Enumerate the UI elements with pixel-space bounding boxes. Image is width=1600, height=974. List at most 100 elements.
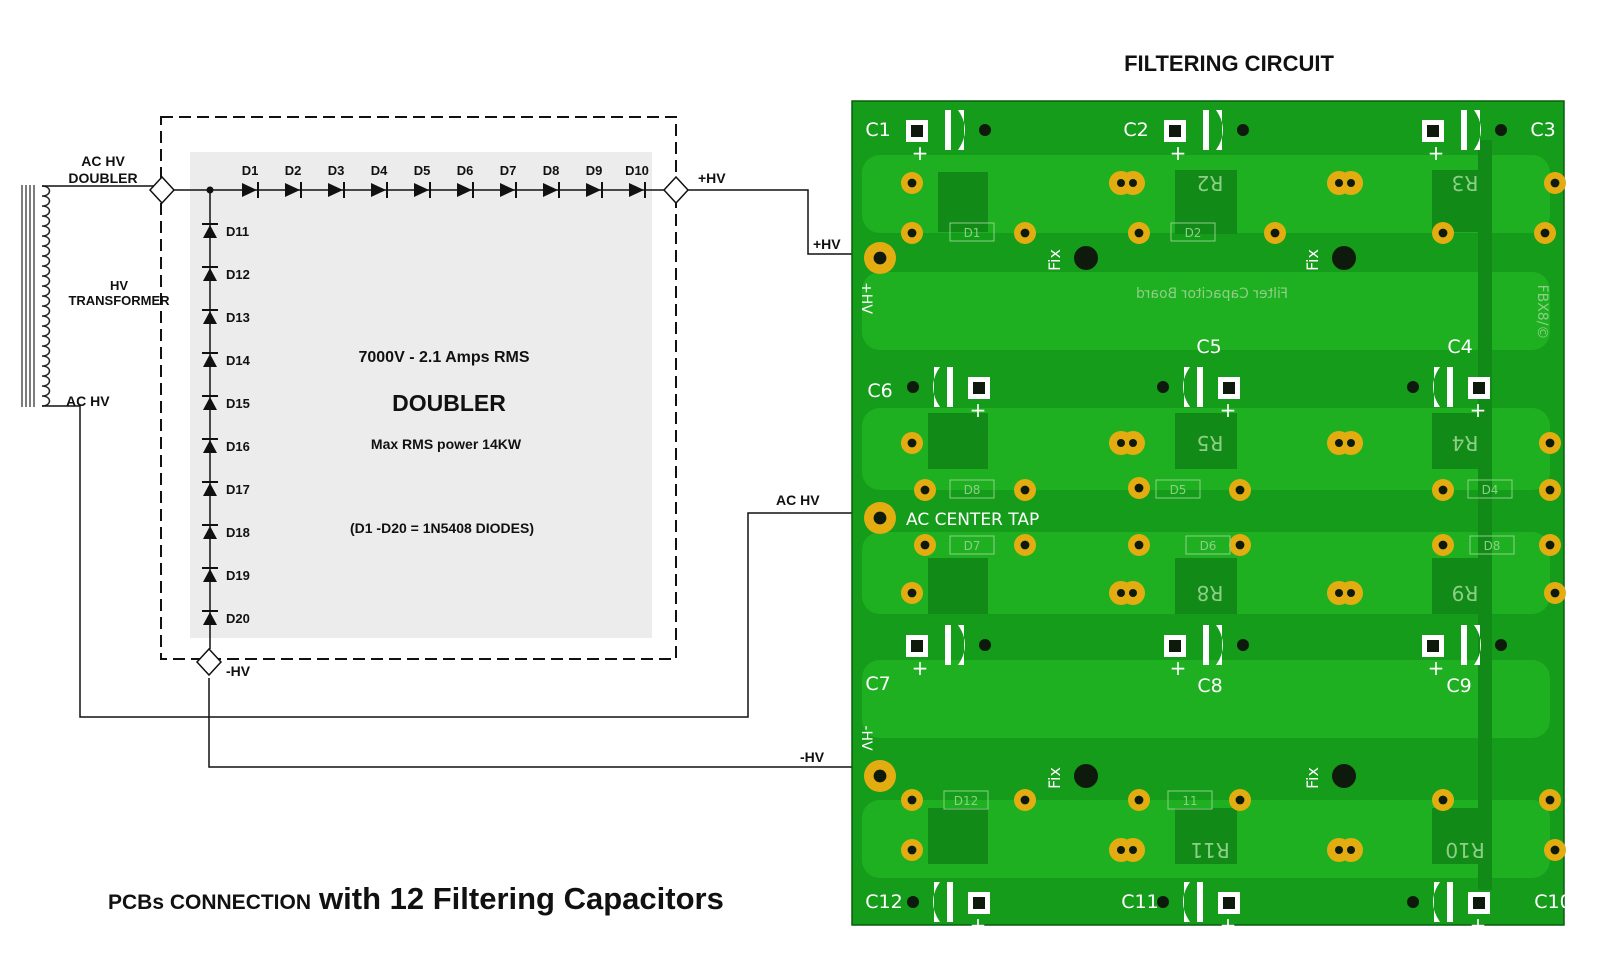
capacitor-label-c3: C3 bbox=[1530, 119, 1555, 141]
diode-d13 bbox=[202, 309, 218, 324]
diode-mark: D4 bbox=[1482, 483, 1499, 497]
diode-label-d18: D18 bbox=[226, 525, 250, 540]
diode-label-d10: D10 bbox=[625, 163, 649, 178]
hv-transformer-label-1: HV bbox=[110, 278, 128, 293]
diode-label-d3: D3 bbox=[328, 163, 345, 178]
diode-label-d17: D17 bbox=[226, 482, 250, 497]
diode-mark: D7 bbox=[964, 539, 981, 553]
capacitor-c6: + bbox=[907, 367, 990, 422]
plus-hv-connector bbox=[662, 175, 690, 205]
fix-hole bbox=[1074, 246, 1098, 270]
pcb-features: +C1+C2+C3+C4+C5+C6+C7+C8+C9+C10+C11+C12F… bbox=[858, 110, 1572, 937]
diode-mark: D1 bbox=[964, 226, 981, 240]
edge-plus-hv-label: +HV bbox=[858, 282, 874, 314]
hv-transformer-label-2: TRANSFORMER bbox=[68, 293, 170, 308]
capacitor-plus-sign: + bbox=[1170, 141, 1187, 165]
capacitor-c10: + bbox=[1407, 882, 1490, 937]
capacitor-label-c12: C12 bbox=[865, 891, 902, 913]
diode-d9 bbox=[586, 182, 603, 198]
fix-label: Fix bbox=[1303, 767, 1322, 789]
diode-d10 bbox=[629, 182, 646, 198]
minus-hv-pcb-label: -HV bbox=[800, 749, 825, 765]
capacitor-plus-sign: + bbox=[1470, 913, 1487, 937]
capacitor-c8: + bbox=[1164, 625, 1249, 680]
diode-d15 bbox=[202, 395, 218, 410]
resistor-mark: R2 bbox=[1197, 171, 1224, 195]
plus-hv-out-label: +HV bbox=[698, 170, 726, 186]
diode-mark: 11 bbox=[1182, 794, 1197, 808]
secondary-winding bbox=[41, 185, 51, 407]
capacitor-label-c5: C5 bbox=[1196, 336, 1221, 358]
diode-d17 bbox=[202, 481, 218, 496]
fix-label: Fix bbox=[1045, 249, 1064, 271]
capacitor-c7: + bbox=[906, 625, 991, 680]
capacitor-label-c9: C9 bbox=[1446, 675, 1471, 697]
plus-hv-pcb-label: +HV bbox=[813, 236, 841, 252]
capacitor-plus-sign: + bbox=[1470, 398, 1487, 422]
capacitor-label-c11: C11 bbox=[1121, 891, 1158, 913]
capacitor-c12: + bbox=[907, 882, 990, 937]
resistor-mark: R11 bbox=[1190, 838, 1229, 862]
diode-label-d14: D14 bbox=[226, 353, 251, 368]
wiring bbox=[21, 185, 860, 768]
capacitor-c3: + bbox=[1422, 110, 1507, 165]
fix-label: Fix bbox=[1303, 249, 1322, 271]
doubler-rating: 7000V - 2.1 Amps RMS bbox=[358, 349, 529, 366]
fix-hole bbox=[1074, 764, 1098, 788]
title-large: with 12 Filtering Capacitors bbox=[318, 881, 724, 916]
resistor-mark: R9 bbox=[1452, 581, 1479, 605]
diode-mark: D8 bbox=[1484, 539, 1501, 553]
diode-label-d6: D6 bbox=[457, 163, 474, 178]
capacitor-plus-sign: + bbox=[1220, 913, 1237, 937]
capacitor-c2: + bbox=[1164, 110, 1249, 165]
diode-label-d15: D15 bbox=[226, 396, 250, 411]
doubler-dashed-boundary bbox=[160, 116, 677, 660]
diode-d1 bbox=[242, 182, 259, 198]
diode-label-d13: D13 bbox=[226, 310, 250, 325]
diode-d7 bbox=[500, 182, 517, 198]
capacitor-plus-sign: + bbox=[970, 398, 987, 422]
diode-label-d7: D7 bbox=[500, 163, 517, 178]
diode-d14 bbox=[202, 352, 218, 367]
resistor-mark: R4 bbox=[1452, 431, 1479, 455]
capacitor-plus-sign: + bbox=[970, 913, 987, 937]
diode-d4 bbox=[371, 182, 388, 198]
diode-label-d11: D11 bbox=[226, 224, 249, 239]
diode-d12 bbox=[202, 266, 218, 281]
edge-minus-hv-label: -HV bbox=[858, 725, 874, 751]
filtering-title: FILTERING CIRCUIT bbox=[1124, 51, 1334, 76]
diode-mark: D8 bbox=[964, 483, 981, 497]
minus-hv-connector bbox=[195, 647, 223, 677]
ac-hv-doubler-label-1: AC HV bbox=[81, 153, 125, 169]
capacitor-plus-sign: + bbox=[1428, 141, 1445, 165]
capacitor-label-c7: C7 bbox=[865, 673, 890, 695]
diode-d19 bbox=[202, 567, 218, 582]
capacitor-label-c6: C6 bbox=[867, 380, 892, 402]
capacitor-c4: + bbox=[1407, 367, 1490, 422]
capacitor-c5: + bbox=[1157, 367, 1240, 422]
fix-hole bbox=[1332, 246, 1356, 270]
resistor-mark: R10 bbox=[1445, 838, 1484, 862]
resistor-mark: R8 bbox=[1197, 581, 1224, 605]
capacitor-label-c10: C10 bbox=[1534, 891, 1571, 913]
capacitor-label-c1: C1 bbox=[865, 119, 890, 141]
diode-label-d4: D4 bbox=[371, 163, 388, 178]
board-code-silkscreen: FBX8/© bbox=[1534, 285, 1550, 340]
doubler-note: (D1 -D20 = 1N5408 DIODES) bbox=[350, 520, 534, 536]
diode-mark: D2 bbox=[1185, 226, 1202, 240]
capacitor-c11: + bbox=[1157, 882, 1240, 937]
diode-label-d12: D12 bbox=[226, 267, 250, 282]
diode-d11 bbox=[202, 223, 218, 238]
diode-label-d19: D19 bbox=[226, 568, 250, 583]
capacitor-plus-sign: + bbox=[912, 141, 929, 165]
capacitor-label-c4: C4 bbox=[1447, 336, 1472, 358]
diode-mark: D5 bbox=[1170, 483, 1187, 497]
diode-label-d16: D16 bbox=[226, 439, 250, 454]
diode-label-d20: D20 bbox=[226, 611, 250, 626]
diode-mark: D6 bbox=[1200, 539, 1217, 553]
doubler-power: Max RMS power 14KW bbox=[371, 436, 522, 452]
diode-d6 bbox=[457, 182, 474, 198]
diode-d8 bbox=[543, 182, 560, 198]
